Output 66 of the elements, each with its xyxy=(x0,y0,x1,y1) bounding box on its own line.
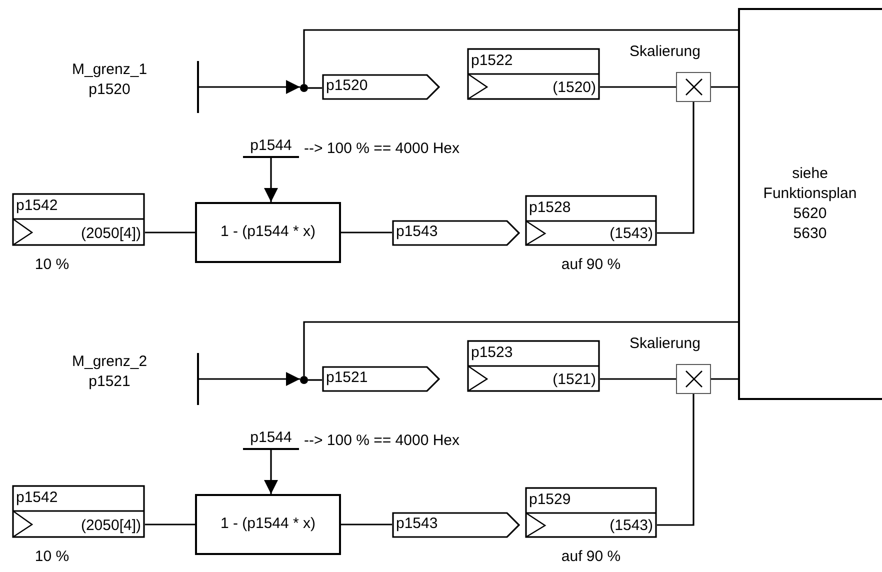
signal-connector xyxy=(392,512,520,538)
connector-line xyxy=(264,158,278,202)
parameter-block xyxy=(12,193,145,246)
signal-name: p1543 xyxy=(396,514,438,534)
signal-connector xyxy=(322,74,440,100)
connector-line xyxy=(199,80,300,94)
note-text: M_grenz_2 p1521 xyxy=(72,352,148,392)
parameter-block xyxy=(525,195,657,246)
connector-line xyxy=(341,232,392,234)
function-block xyxy=(738,8,882,400)
parameter-label: p1544 xyxy=(250,136,292,156)
parameter-label: p1523 xyxy=(471,343,513,363)
parameter-value: (2050[4]) xyxy=(80,516,141,536)
parameter-value: (1521) xyxy=(552,370,596,390)
parameter-block xyxy=(12,485,145,538)
connector-line xyxy=(199,372,300,386)
parameter-label: p1528 xyxy=(529,198,571,218)
note-text: 10 % xyxy=(34,255,70,275)
parameter-block xyxy=(467,340,600,392)
connector-line xyxy=(303,321,738,376)
parameter-label: p1522 xyxy=(471,51,513,71)
parameter-label: p1542 xyxy=(16,488,58,508)
parameter-value: (1543) xyxy=(610,516,653,536)
parameter-value: (2050[4]) xyxy=(80,224,141,244)
multiplier-box xyxy=(676,72,711,102)
note-text: Skalierung xyxy=(628,334,702,354)
connector-line xyxy=(600,378,676,380)
connector-line xyxy=(711,86,738,88)
block-text: siehe Funktionsplan 5620 5630 xyxy=(763,164,857,244)
note-text: auf 90 % xyxy=(560,547,622,567)
parameter-value: (1520) xyxy=(552,78,596,98)
note-text: auf 90 % xyxy=(560,255,622,275)
parameter-input xyxy=(243,138,299,158)
parameter-label: p1544 xyxy=(250,428,292,448)
connector-line xyxy=(711,378,738,380)
note-text: M_grenz_1 p1520 xyxy=(72,60,148,100)
parameter-label: p1529 xyxy=(529,490,571,510)
note-text: Skalierung xyxy=(628,42,702,62)
formula-text: 1 - (p1544 * x) xyxy=(220,222,316,242)
formula-text: 1 - (p1544 * x) xyxy=(220,514,316,534)
formula-box xyxy=(195,202,341,263)
parameter-block xyxy=(525,487,657,538)
parameter-block xyxy=(467,48,600,100)
connector-line xyxy=(145,524,195,526)
signal-name: p1521 xyxy=(326,368,368,388)
parameter-label: p1542 xyxy=(16,196,58,216)
parameter-value: (1543) xyxy=(610,224,653,244)
connector-line xyxy=(264,450,278,494)
connector-line xyxy=(308,87,322,89)
note-text: --> 100 % == 4000 Hex xyxy=(304,139,461,159)
formula-box xyxy=(195,494,341,555)
connector-line xyxy=(303,29,738,84)
signal-name: p1543 xyxy=(396,222,438,242)
signal-connector xyxy=(392,220,520,246)
connector-line xyxy=(657,102,694,234)
connector-line xyxy=(145,232,195,234)
connector-line xyxy=(341,524,392,526)
parameter-input xyxy=(243,430,299,450)
multiplier-box xyxy=(676,364,711,394)
connector-line xyxy=(308,379,322,381)
signal-connector xyxy=(322,366,440,392)
connector-line xyxy=(600,86,676,88)
signal-name: p1520 xyxy=(326,76,368,96)
connector-line xyxy=(657,394,694,526)
note-text: --> 100 % == 4000 Hex xyxy=(304,431,461,451)
note-text: 10 % xyxy=(34,547,70,567)
